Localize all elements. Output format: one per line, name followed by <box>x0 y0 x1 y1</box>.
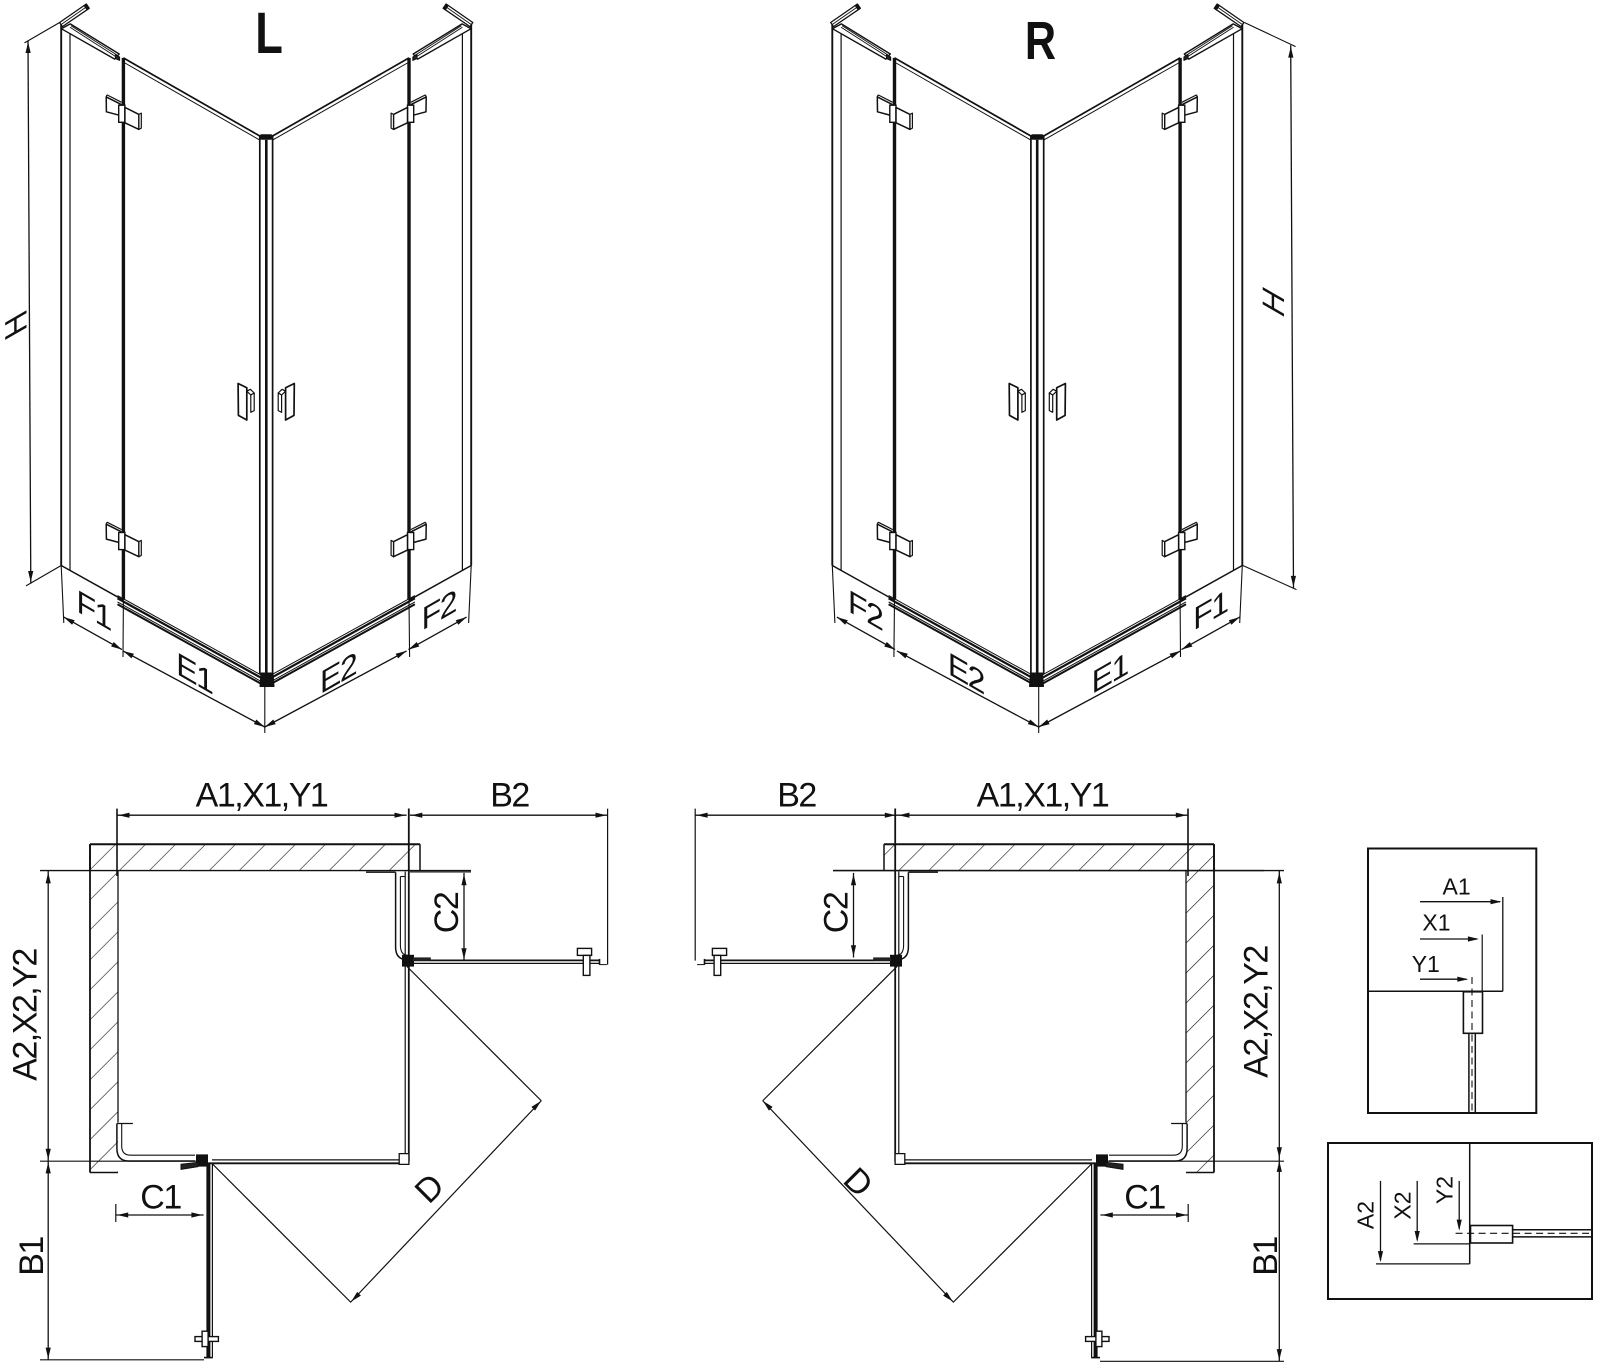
svg-text:C1: C1 <box>1124 1179 1165 1217</box>
svg-text:C1: C1 <box>140 1179 181 1217</box>
svg-text:A1,X1,Y1: A1,X1,Y1 <box>977 777 1109 815</box>
svg-text:A2,X2,Y2: A2,X2,Y2 <box>1238 946 1276 1078</box>
svg-text:B1: B1 <box>13 1237 51 1276</box>
svg-text:B1: B1 <box>1247 1237 1285 1276</box>
svg-text:X2: X2 <box>1390 1191 1416 1219</box>
svg-text:Y1: Y1 <box>1412 951 1440 977</box>
svg-text:B2: B2 <box>490 777 529 815</box>
svg-text:X1: X1 <box>1422 910 1450 936</box>
svg-text:A1,X1,Y1: A1,X1,Y1 <box>196 777 328 815</box>
svg-text:R: R <box>1025 12 1056 72</box>
svg-text:B2: B2 <box>777 777 816 815</box>
svg-text:A2,X2,Y2: A2,X2,Y2 <box>7 949 45 1081</box>
svg-text:A1: A1 <box>1443 874 1471 900</box>
svg-text:A2: A2 <box>1353 1201 1379 1229</box>
svg-text:L: L <box>255 2 283 67</box>
svg-text:C2: C2 <box>818 892 856 933</box>
svg-text:C2: C2 <box>428 892 466 933</box>
svg-text:Y2: Y2 <box>1432 1176 1458 1204</box>
